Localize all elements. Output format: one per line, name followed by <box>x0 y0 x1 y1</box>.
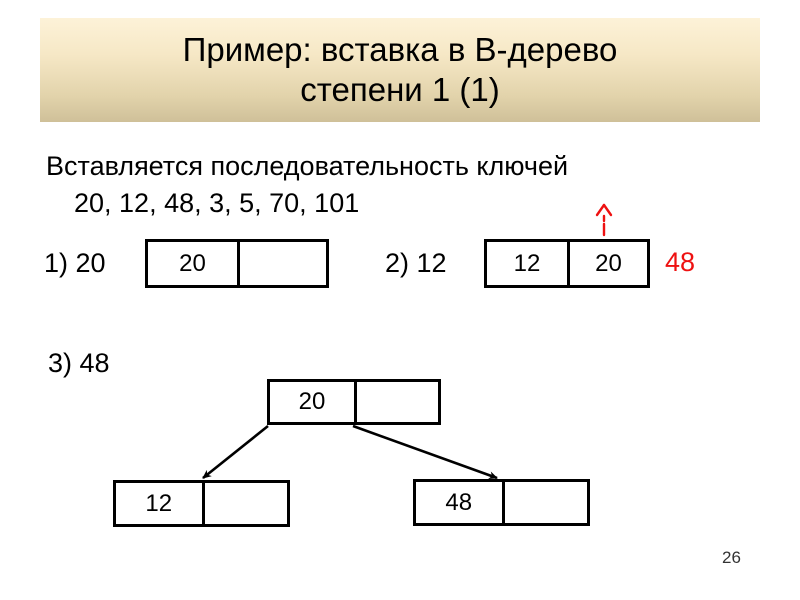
edge-root-to-right-child <box>352 424 498 480</box>
page-title: Пример: вставка в B-дерево степени 1 (1) <box>182 30 618 108</box>
arrow-up-icon <box>595 203 613 237</box>
btree-node-left-child: 12 <box>113 480 290 527</box>
node-cell: 48 <box>445 488 473 516</box>
node-cell: 20 <box>298 388 326 415</box>
node-cell <box>201 483 288 524</box>
node-cell <box>354 382 438 422</box>
pending-key-label: 48 <box>665 247 696 277</box>
node-cell <box>237 242 326 285</box>
btree-node-step1: 20 <box>145 239 329 288</box>
node-cell: 20 <box>567 242 647 285</box>
title-banner: Пример: вставка в B-дерево степени 1 (1) <box>40 18 760 122</box>
step-1-label: 1) 20 <box>44 248 106 278</box>
node-cell: 12 <box>145 489 173 517</box>
node-cell: 12 <box>513 249 541 277</box>
btree-node-root: 20 <box>267 379 441 425</box>
intro-text-line-1: Вставляется последовательность ключей <box>46 151 569 181</box>
key-sequence-text: 20, 12, 48, 3, 5, 70, 101 <box>74 188 360 218</box>
btree-node-step2: 12 20 <box>484 239 650 288</box>
node-cell <box>501 482 588 523</box>
step-3-label: 3) 48 <box>48 348 110 378</box>
edge-root-to-left-child <box>202 424 269 480</box>
node-cell: 20 <box>179 249 206 277</box>
page-number: 26 <box>722 548 741 567</box>
btree-node-right-child: 48 <box>413 479 590 526</box>
step-2-label: 2) 12 <box>385 248 447 278</box>
